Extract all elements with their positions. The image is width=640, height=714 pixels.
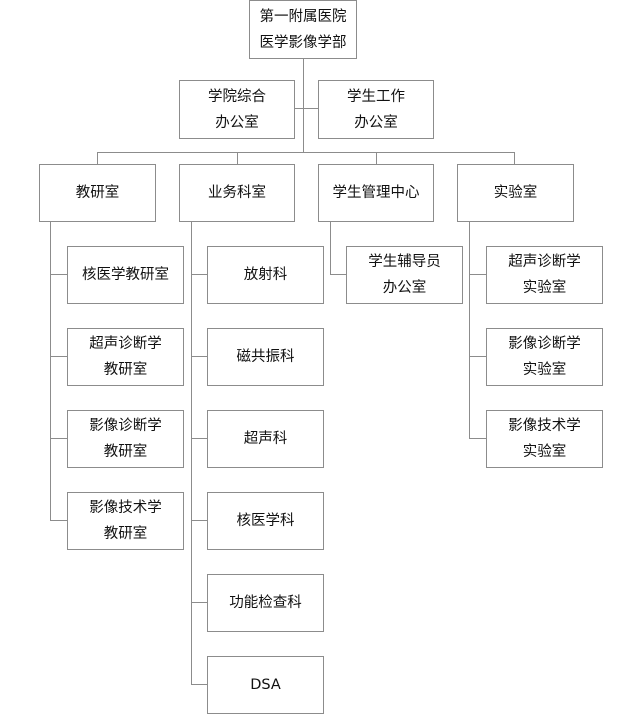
box-label-line: 超声诊断学: [89, 336, 162, 352]
department-stem: [330, 222, 331, 275]
root-trunk: [303, 58, 304, 153]
box-label-line: 教研室: [103, 362, 148, 378]
box-label-line: 影像诊断学: [508, 336, 581, 352]
box-label-line: 影像技术学: [508, 418, 581, 434]
box-label-line: 实验室: [493, 185, 538, 201]
office-box: 学院综合办公室: [179, 80, 295, 139]
box-label-line: 核医学教研室: [82, 267, 169, 283]
box-label-line: 办公室: [354, 114, 398, 131]
box-label-line: 第一附属医院: [259, 8, 347, 25]
child-connector: [469, 356, 486, 357]
child-connector: [191, 438, 207, 439]
office-connector: [294, 108, 318, 109]
child-connector: [191, 602, 207, 603]
department-box: 教研室: [39, 164, 156, 222]
department-bus: [97, 152, 515, 153]
department-stem: [50, 222, 51, 521]
department-stem: [191, 222, 192, 685]
box-label-line: 学生工作: [347, 88, 405, 105]
sub-unit-box: 学生辅导员办公室: [346, 246, 463, 304]
sub-unit-box: 超声诊断学教研室: [67, 328, 184, 386]
department-drop: [97, 152, 98, 164]
department-drop: [376, 152, 377, 164]
child-connector: [469, 274, 486, 275]
child-connector: [191, 274, 207, 275]
child-connector: [191, 356, 207, 357]
child-connector: [469, 438, 486, 439]
root-box: 第一附属医院医学影像学部: [249, 0, 357, 59]
child-connector: [50, 274, 67, 275]
box-label-line: 教研室: [75, 185, 120, 201]
sub-unit-box: 影像技术学教研室: [67, 492, 184, 550]
box-label-line: 学生管理中心: [332, 185, 420, 201]
child-connector: [50, 520, 67, 521]
department-drop: [237, 152, 238, 164]
department-stem: [469, 222, 470, 439]
box-label-line: 办公室: [215, 114, 259, 131]
box-label-line: 实验室: [522, 444, 567, 460]
box-label-line: 超声诊断学: [508, 254, 581, 270]
sub-unit-box: 核医学科: [207, 492, 324, 550]
office-box: 学生工作办公室: [318, 80, 434, 139]
sub-unit-box: 影像技术学实验室: [486, 410, 603, 468]
box-label-line: 超声科: [243, 431, 288, 447]
sub-unit-box: 超声诊断学实验室: [486, 246, 603, 304]
child-connector: [50, 356, 67, 357]
child-connector: [191, 684, 207, 685]
child-connector: [191, 520, 207, 521]
box-label-line: 学院综合: [208, 88, 266, 105]
box-label-line: 磁共振科: [236, 349, 295, 365]
box-label-line: 学生辅导员: [368, 254, 441, 270]
box-label-line: 放射科: [243, 267, 288, 283]
sub-unit-box: 磁共振科: [207, 328, 324, 386]
sub-unit-box: 功能检查科: [207, 574, 324, 632]
box-label-line: 实验室: [522, 280, 567, 296]
box-label-line: 医学影像学部: [259, 34, 347, 51]
department-box: 业务科室: [179, 164, 295, 222]
box-label-line: 影像诊断学: [89, 418, 162, 434]
box-label-line: 教研室: [103, 444, 148, 460]
child-connector: [330, 274, 346, 275]
box-label-line: 核医学科: [236, 513, 295, 529]
box-label-line: 影像技术学: [89, 500, 162, 516]
sub-unit-box: DSA: [207, 656, 324, 714]
box-label-line: 业务科室: [208, 185, 266, 201]
department-box: 实验室: [457, 164, 574, 222]
sub-unit-box: 影像诊断学教研室: [67, 410, 184, 468]
box-label-line: 功能检查科: [229, 595, 302, 611]
child-connector: [50, 438, 67, 439]
sub-unit-box: 放射科: [207, 246, 324, 304]
box-label-line: DSA: [250, 677, 281, 693]
department-box: 学生管理中心: [318, 164, 434, 222]
sub-unit-box: 核医学教研室: [67, 246, 184, 304]
box-label-line: 教研室: [103, 526, 148, 542]
box-label-line: 实验室: [522, 362, 567, 378]
sub-unit-box: 超声科: [207, 410, 324, 468]
sub-unit-box: 影像诊断学实验室: [486, 328, 603, 386]
department-drop: [514, 152, 515, 164]
box-label-line: 办公室: [382, 280, 427, 296]
